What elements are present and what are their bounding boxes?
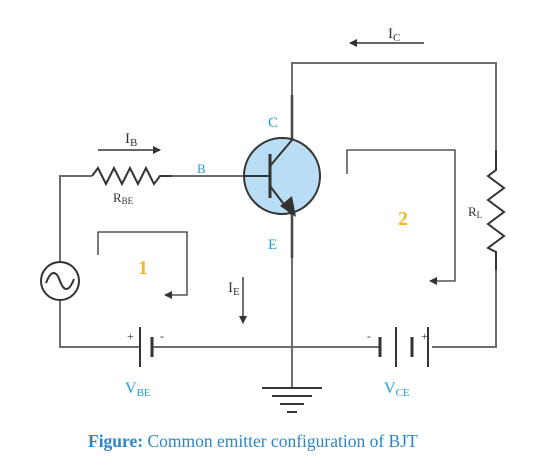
ground-icon bbox=[262, 387, 322, 413]
terminal-e-label: E bbox=[268, 237, 277, 253]
bjt-transistor bbox=[243, 137, 321, 217]
rl-label: RL bbox=[468, 204, 482, 220]
vbe-minus: - bbox=[160, 329, 164, 343]
vbe-label: VBE bbox=[125, 380, 151, 399]
emitter-arrow-icon bbox=[280, 196, 296, 217]
vce-minus: - bbox=[367, 329, 371, 343]
wires bbox=[59, 62, 497, 388]
loop-paths bbox=[97, 149, 456, 299]
terminal-c-label: C bbox=[268, 115, 278, 131]
source-top-wire bbox=[59, 175, 92, 262]
loop-2-number: 2 bbox=[398, 208, 408, 230]
vce-plus: + bbox=[421, 329, 428, 343]
terminal-b-label: B bbox=[197, 161, 206, 176]
ib-label: IB bbox=[125, 131, 137, 149]
vbe-plus: + bbox=[127, 329, 134, 343]
vce-label: VCE bbox=[384, 380, 410, 399]
current-arrows bbox=[98, 39, 424, 324]
loop-2-path bbox=[346, 149, 456, 285]
figure-caption: Figure: Common emitter configuration of … bbox=[88, 431, 418, 451]
vce-battery bbox=[378, 327, 429, 367]
vbe-left-wire bbox=[59, 300, 140, 348]
loop-1-path bbox=[97, 231, 188, 299]
collector-wire bbox=[291, 62, 497, 150]
rbe-label: RBE bbox=[113, 190, 134, 206]
ic-label: IC bbox=[388, 26, 400, 44]
loop-1-number: 1 bbox=[138, 257, 148, 279]
rl-bottom-wire bbox=[432, 270, 497, 348]
ac-source bbox=[40, 261, 80, 301]
ie-label: IE bbox=[228, 280, 240, 298]
rl-resistor bbox=[486, 150, 506, 270]
rbe-resistor bbox=[91, 165, 172, 187]
vbe-battery bbox=[139, 327, 154, 367]
